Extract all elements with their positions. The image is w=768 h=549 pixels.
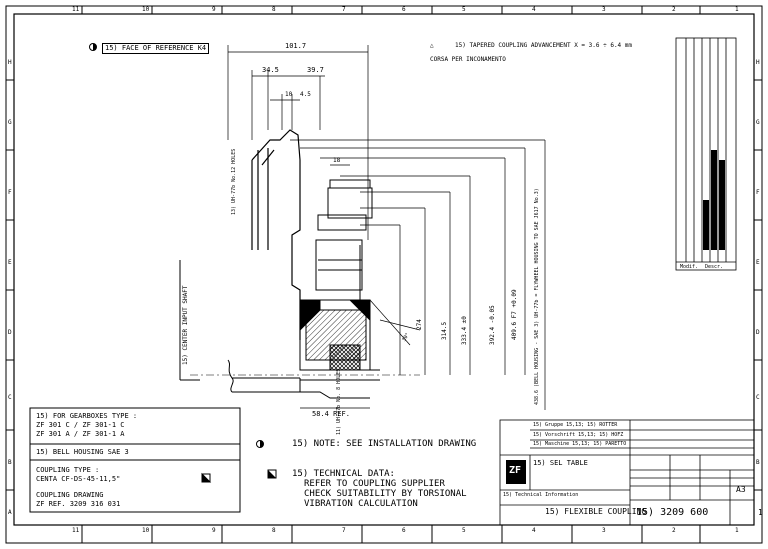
- rev-row: 15) Maschine 15,13; 15) PARETTO: [533, 441, 627, 447]
- modif-label: Modif.: [680, 264, 699, 270]
- drawing-number: 15) 3209 600: [636, 507, 709, 518]
- rev-row: 15) Vorschrift 15,13; 15) HOFZ: [533, 432, 624, 438]
- bell-housing-label: 15) BELL HOUSING SAE 3: [36, 448, 129, 456]
- col-label: 9: [212, 527, 216, 534]
- face-of-reference-label: 15) FACE OF REFERENCE K4: [102, 43, 210, 54]
- coupling-body: [299, 179, 380, 381]
- row-label: H: [756, 59, 760, 66]
- col-label: 8: [272, 6, 276, 13]
- row-label: A: [8, 509, 12, 516]
- gearbox-line: ZF 301 A / ZF 301-1 A: [36, 430, 125, 438]
- col-label: 3: [602, 527, 606, 534]
- col-label: 5: [462, 527, 466, 534]
- column-ticks: [6, 6, 762, 543]
- row-label: F: [756, 189, 760, 196]
- sheet-size: A3: [736, 485, 746, 494]
- col-label: 3: [602, 6, 606, 13]
- col-label: 4: [532, 6, 536, 13]
- col-label: 5: [462, 6, 466, 13]
- col-label: 8: [272, 527, 276, 534]
- col-label: 4: [532, 527, 536, 534]
- col-label: 11: [72, 6, 80, 13]
- col-label: 2: [672, 6, 676, 13]
- dim-314-5: 314.5: [441, 321, 448, 340]
- dim-10: 10: [285, 91, 293, 98]
- row-label: C: [8, 394, 12, 401]
- row-label: E: [756, 259, 760, 266]
- col-label: 2: [672, 527, 676, 534]
- col-label: 1: [735, 527, 739, 534]
- gearbox-box-frame: [29, 407, 241, 513]
- dim-34-5: 34.5: [262, 66, 279, 74]
- outer-frame: [5, 5, 763, 544]
- col-label: 10: [142, 527, 150, 534]
- title-block-frame: [499, 419, 755, 526]
- tech-info-label: 15) Technical Information: [503, 492, 579, 498]
- drawing-title: 15) FLEXIBLE COUPLING: [545, 507, 647, 516]
- top-dimensions: [227, 45, 370, 409]
- bell-housing: [251, 129, 301, 340]
- holes-8-label: 11) UH-77b No. 8 HOLES: [336, 368, 342, 435]
- holes-12-label: 13) UH-77b No.12 HOLES: [231, 148, 237, 215]
- center-input-shaft-label: 15) CENTER INPUT SHAFT: [182, 285, 189, 365]
- extension-lines: [290, 139, 546, 410]
- coupling-drawing-ref: ZF REF. 3209 316 031: [36, 500, 121, 508]
- zf-logo: ZF: [509, 465, 522, 476]
- zf-logo-box: [506, 460, 526, 484]
- dim-333-4: 333.4 ±0: [461, 316, 468, 345]
- dim-438-6: 438.6 (BELL HOUSING - SAE 3) UH-77b = FL…: [534, 188, 540, 405]
- coupling-drawing-label: COUPLING DRAWING: [36, 491, 104, 499]
- revision-hatch: [703, 150, 725, 250]
- technical-data-line: CHECK SUITABILITY BY TORSIONAL: [304, 489, 467, 499]
- technical-data-line: VIBRATION CALCULATION: [304, 499, 418, 509]
- rev-row: 15) Gruppe 15,13; 15) ROTTER: [533, 422, 618, 428]
- technical-data-line: REFER TO COUPLING SUPPLIER: [304, 479, 445, 489]
- row-label: C: [756, 394, 760, 401]
- sel-table-label: 15) SEL TABLE: [533, 459, 588, 467]
- drawing-number-suffix: 1: [758, 508, 763, 517]
- coupling-type-label: COUPLING TYPE :: [36, 466, 100, 474]
- tapered-coupling-subnote: CORSA PER INCONAMENTO: [430, 56, 506, 63]
- dim-39-7: 39.7: [307, 66, 324, 74]
- row-label: B: [8, 459, 12, 466]
- col-label: 9: [212, 6, 216, 13]
- col-label: 7: [342, 527, 346, 534]
- col-label: 6: [402, 6, 406, 13]
- tapered-coupling-note: 15) TAPERED COUPLING ADVANCEMENT X = 3.6…: [455, 42, 633, 49]
- row-label: G: [756, 119, 760, 126]
- gearbox-title: 15) FOR GEARBOXES TYPE :: [36, 412, 138, 420]
- col-label: 11: [72, 527, 80, 534]
- revision-grid: [675, 37, 737, 271]
- coupling-type-value: CENTA CF-DS-45-11,5": [36, 475, 121, 483]
- row-label: D: [8, 329, 12, 336]
- row-label: E: [8, 259, 12, 266]
- installation-note: 15) NOTE: SEE INSTALLATION DRAWING: [292, 439, 477, 449]
- gearbox-line: ZF 301 C / ZF 301-1 C: [36, 421, 125, 429]
- row-label: D: [756, 329, 760, 336]
- row-label: F: [8, 189, 12, 196]
- inner-frame: [13, 13, 755, 526]
- col-label: 7: [342, 6, 346, 13]
- delta-icon: △: [430, 42, 434, 49]
- col-label: 10: [142, 6, 150, 13]
- row-label: G: [8, 119, 12, 126]
- dim-274: 274: [416, 319, 423, 330]
- row-label: H: [8, 59, 12, 66]
- dim-101-7: 101.7: [285, 42, 307, 50]
- input-shaft: [179, 260, 370, 399]
- dim-58-4: 58.4 REF.: [312, 410, 350, 418]
- row-label: B: [756, 459, 760, 466]
- dim-409-6: 409.6 F7 +0.09: [511, 289, 518, 340]
- dim-18: 18: [333, 157, 341, 164]
- col-label: 1: [735, 6, 739, 13]
- dim-4-5: 4.5: [300, 91, 311, 98]
- descr-label: Descr.: [705, 264, 724, 270]
- dim-392-4: 392.4 -0.05: [489, 305, 496, 345]
- technical-data-title: 15) TECHNICAL DATA:: [292, 469, 395, 479]
- col-label: 6: [402, 527, 406, 534]
